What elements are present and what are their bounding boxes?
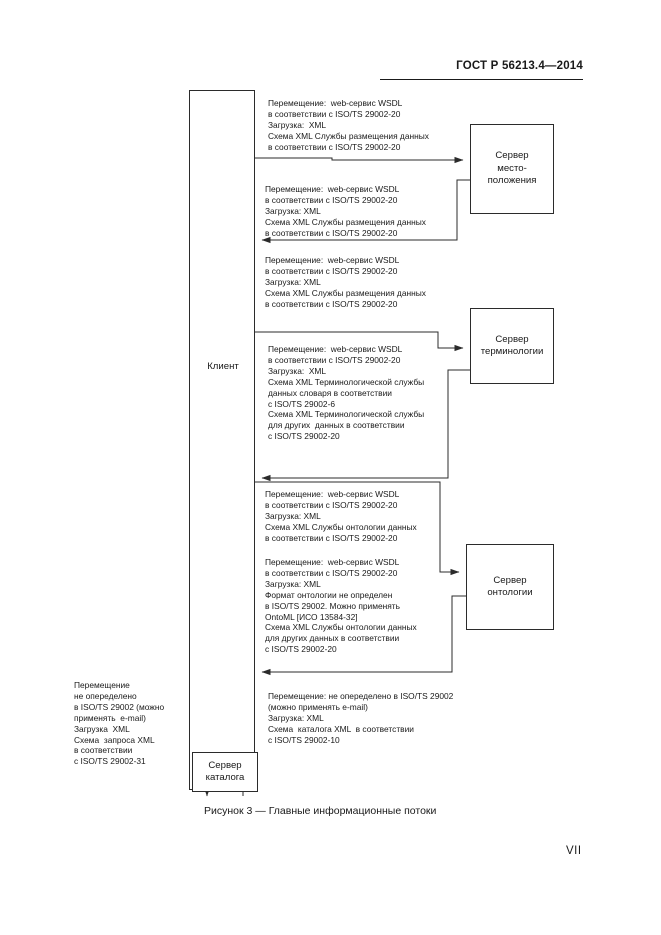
node-client-label: Клиент (207, 361, 239, 372)
node-location-server[interactable]: Сервер место- положения (470, 124, 554, 214)
node-catalog-server-label: Сервер каталога (205, 759, 245, 784)
node-ontology-server[interactable]: Сервер онтологии (466, 544, 554, 630)
node-client[interactable]: Клиент (189, 90, 255, 790)
node-terminology-server[interactable]: Сервер терминологии (470, 308, 554, 384)
figure-caption: Рисунок 3 — Главные информационные поток… (204, 805, 437, 817)
annotation-ontology-response: Перемещение: web-сервис WSDL в соответст… (265, 557, 417, 655)
document-standard-header: ГОСТ Р 56213.4—2014 (456, 60, 583, 72)
annotation-terminology-flow: Перемещение: web-сервис WSDL в соответст… (268, 344, 425, 442)
annotation-location-third: Перемещение: web-сервис WSDL в соответст… (265, 255, 426, 309)
annotation-ontology-request: Перемещение: web-сервис WSDL в соответст… (265, 489, 417, 543)
node-ontology-server-label: Сервер онтологии (487, 574, 533, 599)
page-number: VII (566, 845, 582, 857)
node-terminology-server-label: Сервер терминологии (480, 333, 544, 358)
node-catalog-server[interactable]: Сервер каталога (192, 752, 258, 792)
annotation-location-request: Перемещение: web-сервис WSDL в соответст… (268, 98, 429, 152)
node-location-server-label: Сервер место- положения (487, 150, 537, 187)
annotation-location-response: Перемещение: web-сервис WSDL в соответст… (265, 184, 426, 238)
annotation-catalog-left: Перемещение не опеределено в ISO/TS 2900… (74, 680, 165, 767)
header-rule (380, 79, 583, 80)
annotation-catalog-right: Перемещение: не опеределено в ISO/TS 290… (268, 691, 454, 745)
